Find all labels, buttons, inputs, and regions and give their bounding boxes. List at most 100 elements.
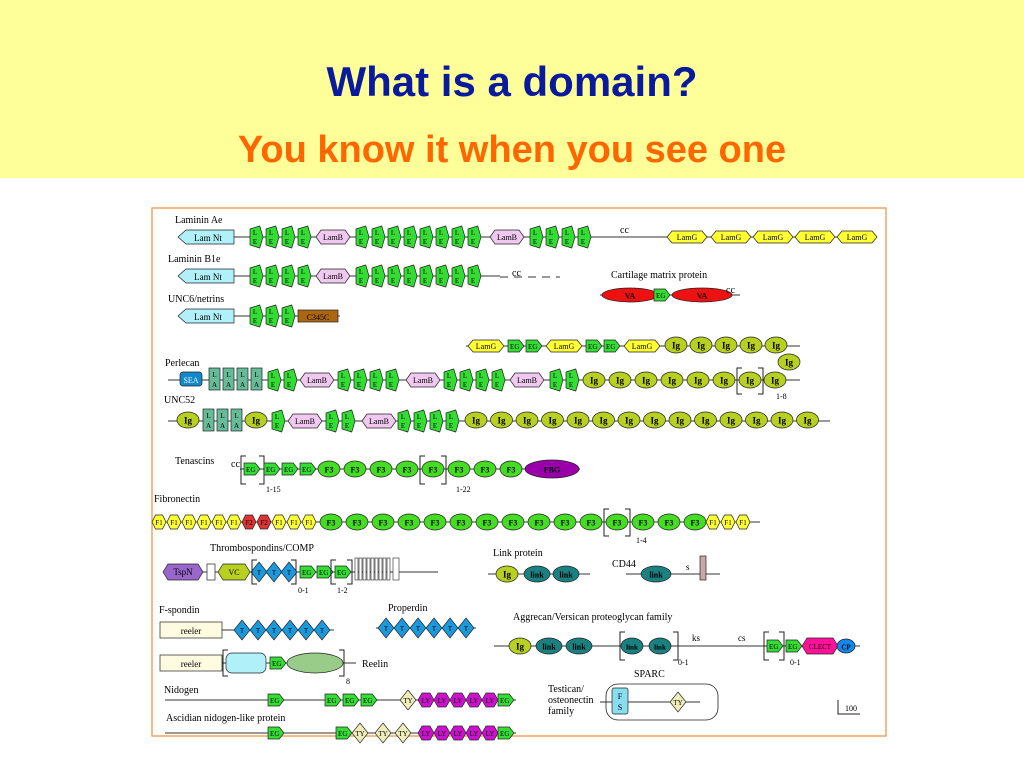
le-domain-label-l: L [449, 413, 453, 421]
le-domain [369, 368, 384, 392]
f3-domain [395, 460, 419, 478]
diamond-domain-label: T [256, 627, 261, 635]
lamb-domain-label: LamB [413, 376, 433, 385]
lamb-domain-label: LamB [323, 272, 343, 281]
eg-domain-label: EG [246, 466, 255, 474]
le-domain-label-e: E [479, 381, 483, 389]
reelin-oval-domain [286, 652, 344, 674]
ig-domain-label: Ig [672, 341, 681, 351]
le-domain [529, 225, 544, 249]
le-domain-label-e: E [373, 381, 377, 389]
le-domain [249, 225, 264, 249]
laa-domain [230, 408, 243, 432]
repeat-count-fibronectin-f3: 1-4 [636, 536, 647, 545]
legend-laminin-ae: Laminin Ae [175, 215, 223, 226]
tsp-repeat-bar [370, 557, 375, 581]
reeler-domain [159, 654, 223, 672]
link-domain-label: link [654, 644, 666, 652]
legend-laminin-b1e: Laminin B1e [168, 254, 221, 265]
legend-f-spondin: F-spondin [159, 605, 200, 616]
ig-domain [770, 411, 794, 429]
eg-domain [299, 565, 317, 579]
f1-domain-label: F1 [290, 519, 298, 527]
laa-domain [208, 367, 221, 391]
ig-domain [176, 411, 200, 429]
f1-domain [166, 514, 182, 530]
eg-domain-label: EG [266, 466, 275, 474]
link-domain-label: link [559, 571, 573, 580]
ig-domain-label: Ig [574, 416, 583, 426]
lamb-domain-label: LamB [323, 233, 343, 242]
le-domain-label-e: E [375, 238, 379, 246]
ig-domain-label: Ig [616, 376, 625, 386]
ig-domain-label: Ig [472, 416, 481, 426]
laa-domain [250, 367, 263, 391]
link-domain [552, 565, 580, 583]
lam-nt-domain [177, 229, 235, 245]
vc-domain-label: VC [228, 568, 239, 577]
eg-domain [267, 693, 285, 707]
le-domain-label-l: L [375, 229, 379, 237]
repeat-bracket-left [240, 455, 246, 485]
le-domain-label-e: E [433, 422, 437, 430]
ig-domain-label: Ig [746, 376, 755, 386]
lamg-domain-label: LamG [554, 342, 575, 351]
f3-domain [473, 460, 497, 478]
eg-domain [243, 462, 261, 476]
le-domain-label-e: E [553, 381, 557, 389]
le-domain-label-e: E [375, 277, 379, 285]
le-domain-label-l: L [463, 372, 467, 380]
eg-domain-label: EG [270, 697, 279, 705]
f1-domain [211, 514, 227, 530]
eg-domain-label: EG [337, 569, 346, 577]
diamond-domain-label: T [464, 625, 469, 633]
le-domain [545, 225, 560, 249]
f1-domain-label: F1 [215, 519, 223, 527]
legend-properdin: Properdin [388, 603, 427, 614]
ly-domain-label: LY [486, 730, 495, 738]
repeat-count-tsp-t: 0-1 [298, 586, 309, 595]
diamond-domain-label: TY [355, 730, 364, 738]
repeat-count-aggrecan-eg: 0-1 [790, 658, 801, 667]
tsp-repeat-bar [358, 557, 363, 581]
le-domain-label-l: L [471, 268, 475, 276]
tsp-repeat-bar [366, 557, 371, 581]
le-domain-label-e: E [301, 277, 305, 285]
diamond-domain [265, 619, 283, 641]
f3-domain [579, 513, 603, 531]
slide-title: What is a domain? [326, 58, 698, 105]
le-domain-label-e: E [301, 238, 305, 246]
diamond-domain-label: T [384, 625, 389, 633]
le-domain [387, 225, 402, 249]
le-domain-label-l: L [341, 372, 345, 380]
le-domain [467, 264, 482, 288]
eg-domain [497, 693, 515, 707]
link-domain [535, 637, 563, 655]
f3-domain-label: F3 [377, 466, 386, 475]
legend-nidogen: Nidogen [164, 685, 198, 696]
ig-domain [464, 411, 488, 429]
eg-domain-label: EG [302, 569, 311, 577]
le-domain-label-l: L [389, 372, 393, 380]
lamg-domain-label: LamG [677, 233, 698, 242]
eg-domain-label: EG [363, 697, 372, 705]
le-domain-label-e: E [407, 238, 411, 246]
ig-domain-label: Ig [785, 358, 794, 368]
le-domain-label-l: L [423, 229, 427, 237]
eg-domain [360, 693, 378, 707]
lamg-domain-label: LamG [721, 233, 742, 242]
lamb-domain [287, 413, 323, 429]
f2-domain [256, 514, 272, 530]
le-domain-label-e: E [423, 238, 427, 246]
f3-domain-label: F3 [483, 519, 492, 528]
f1-domain [181, 514, 197, 530]
diamond-domain [457, 617, 475, 639]
le-domain-label-e: E [359, 277, 363, 285]
cs-label: cs [738, 633, 746, 643]
diamond-domain [394, 722, 412, 744]
laa-domain [202, 408, 215, 432]
ig-domain [490, 411, 513, 429]
le-domain-label-l: L [439, 229, 443, 237]
ig-domain-label: Ig [722, 341, 731, 351]
diamond-domain [425, 617, 443, 639]
